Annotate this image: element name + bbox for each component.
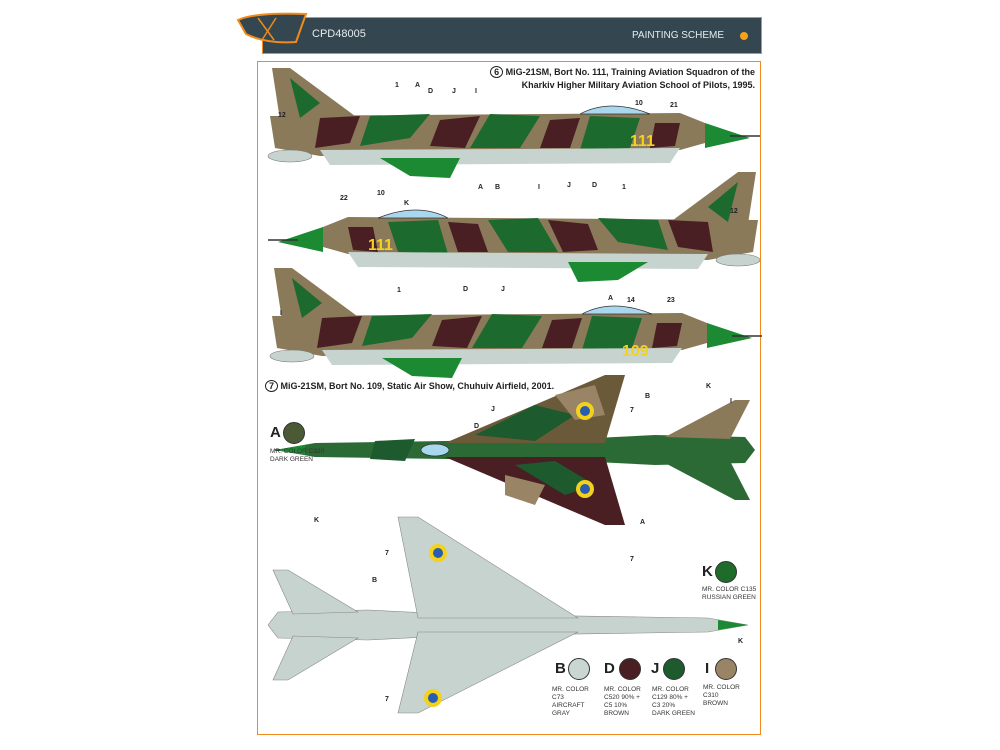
bort-number: 109 (622, 343, 649, 360)
caption-line: Kharkiv Higher Military Aviation School … (521, 80, 755, 90)
aircraft-top-view (275, 375, 755, 525)
caption-line: MiG-21SM, Bort No. 109, Static Air Show,… (280, 381, 555, 391)
paint-swatch-icon (283, 422, 305, 444)
paint-letter: D (604, 660, 615, 677)
callout-label: 1 (395, 82, 399, 89)
callout-label: D (463, 286, 469, 293)
aircraft-side-view-left: 111 (268, 172, 761, 283)
callout-label: 14 (627, 297, 635, 304)
header-dot-icon (740, 32, 748, 40)
callout-label: A (640, 519, 646, 526)
callout-label: 22 (340, 195, 348, 202)
callout-label: B (645, 393, 651, 400)
callout-label: 23 (667, 297, 675, 304)
callout-label: 10 (377, 190, 385, 197)
callout-label: J (501, 286, 505, 293)
page-title: PAINTING SCHEME (632, 30, 725, 41)
aircraft-side-view-109: 109 (269, 268, 762, 379)
callout-label: 12 (278, 112, 286, 119)
bort-number: 111 (630, 133, 655, 150)
callout-label: A (478, 184, 484, 191)
callout-label: 7 (385, 696, 389, 703)
callout-label: 7 (630, 556, 634, 563)
callout-label: K (738, 638, 744, 645)
header-bar (262, 17, 762, 54)
callout-label: D (428, 88, 434, 95)
paint-letter: A (270, 424, 281, 441)
callout-label: I (475, 88, 477, 95)
paint-swatch-icon (663, 658, 685, 680)
bort-number: 111 (368, 237, 393, 254)
callout-label: A (608, 295, 614, 302)
product-code: CPD48005 (312, 28, 366, 40)
callout-label: 10 (635, 100, 643, 107)
callout-label: B (372, 577, 378, 584)
scheme-number-circle: 6 (490, 66, 504, 78)
paint-letter: J (651, 660, 660, 677)
callout-label: I (280, 310, 282, 317)
callout-label: K (314, 517, 320, 524)
callout-label: 12 (730, 208, 738, 215)
aircraft-bottom-view (268, 516, 748, 714)
callout-label: J (452, 88, 456, 95)
scheme-number-circle: 7 (265, 380, 279, 392)
callout-label: 1 (397, 287, 401, 294)
callout-label: 21 (670, 102, 678, 109)
paint-letter: K (702, 563, 713, 580)
paint-letter: I (705, 660, 710, 677)
callout-label: 7 (630, 407, 634, 414)
callout-label: J (491, 406, 495, 413)
callout-label: J (567, 182, 571, 189)
callout-label: I (538, 184, 540, 191)
scheme-6-caption: 6 MiG-21SM, Bort No. 111, Training Aviat… (490, 66, 755, 92)
callout-label: B (495, 184, 501, 191)
callout-label: 7 (385, 550, 389, 557)
clear-prop-logo (236, 12, 308, 44)
callout-label: K (706, 383, 712, 390)
callout-label: D (474, 423, 480, 430)
paint-swatch-icon (568, 658, 590, 680)
callout-label: 1 (622, 184, 626, 191)
caption-line: MiG-21SM, Bort No. 111, Training Aviatio… (505, 67, 755, 77)
paint-swatch-icon (715, 561, 737, 583)
callout-label: D (592, 182, 598, 189)
scheme-7-caption: 7 MiG-21SM, Bort No. 109, Static Air Sho… (265, 380, 554, 393)
callout-label: I (730, 398, 732, 405)
paint-swatch-icon (619, 658, 641, 680)
callout-label: A (415, 82, 421, 89)
aircraft-side-view-right: 111 (267, 68, 760, 179)
paint-letter: B (555, 660, 566, 677)
paint-swatch-icon (715, 658, 737, 680)
callout-label: K (404, 200, 410, 207)
